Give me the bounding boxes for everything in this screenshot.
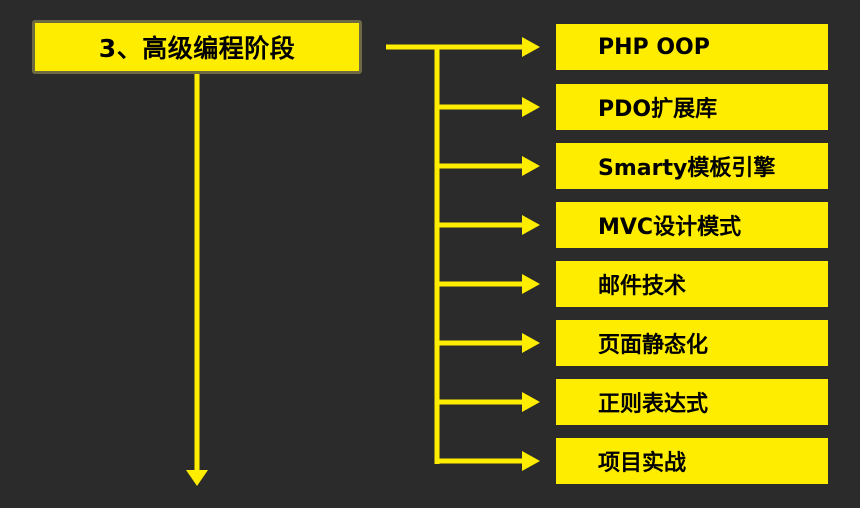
topic-label: 项目实战 xyxy=(598,451,687,476)
branch-arrow-head xyxy=(522,274,540,294)
topic-label: Smarty模板引擎 xyxy=(598,156,776,181)
topic-label: PDO扩展库 xyxy=(598,97,718,122)
branch-arrow-head xyxy=(522,451,540,471)
topic-label: MVC设计模式 xyxy=(598,215,742,240)
topic-box-static-pages: 页面静态化 xyxy=(556,320,828,366)
topic-box-smarty: Smarty模板引擎 xyxy=(556,143,828,189)
branch-arrow-head xyxy=(522,392,540,412)
top-arrow-head xyxy=(522,37,540,57)
stage-title: 3、高级编程阶段 xyxy=(98,34,296,63)
branch-arrow-head xyxy=(522,97,540,117)
topic-label: 正则表达式 xyxy=(598,392,709,417)
topic-box-php-oop: PHP OOP xyxy=(556,24,828,70)
topic-label: 邮件技术 xyxy=(598,274,687,299)
topic-box-mvc: MVC设计模式 xyxy=(556,202,828,248)
branch-arrow-head xyxy=(522,156,540,176)
topic-box-regex: 正则表达式 xyxy=(556,379,828,425)
topic-label: 页面静态化 xyxy=(598,333,709,358)
topic-box-pdo: PDO扩展库 xyxy=(556,84,828,130)
stage-title-box: 3、高级编程阶段 xyxy=(32,20,362,74)
branch-arrow-head xyxy=(522,333,540,353)
topic-box-project: 项目实战 xyxy=(556,438,828,484)
branch-arrow-head xyxy=(522,215,540,235)
branch-arrows xyxy=(435,97,540,471)
topic-box-mail: 邮件技术 xyxy=(556,261,828,307)
down-arrow-head xyxy=(186,470,208,486)
topic-label: PHP OOP xyxy=(598,34,710,60)
